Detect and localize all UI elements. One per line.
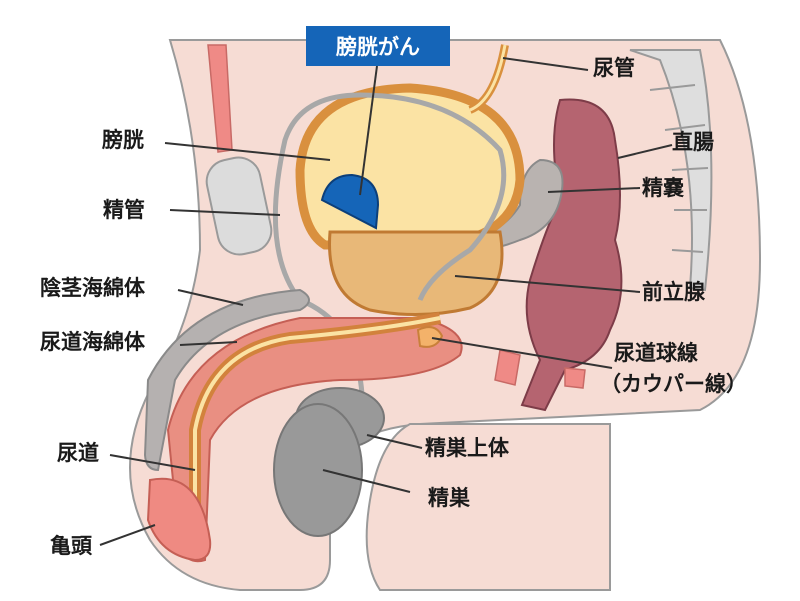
label-bladder: 膀胱 — [102, 130, 144, 151]
label-bulbourethral-gland: 尿道球線 — [614, 343, 698, 364]
label-corpus-spongiosum: 尿道海綿体 — [40, 332, 145, 353]
label-bulbourethral-gland-alt: （カウパー線） — [600, 374, 747, 395]
bladder-wall — [300, 88, 520, 245]
testis-shape — [274, 404, 362, 536]
label-urethra: 尿道 — [57, 443, 99, 464]
label-prostate: 前立腺 — [642, 282, 705, 303]
label-seminal-vesicle: 精嚢 — [642, 178, 684, 199]
label-glans: 亀頭 — [50, 536, 92, 557]
label-rectum: 直腸 — [672, 132, 714, 153]
label-corpus-cavernosum: 陰茎海綿体 — [40, 278, 145, 299]
label-vas-deferens: 精管 — [103, 200, 145, 221]
bladder-cancer-callout: 膀胱がん — [306, 26, 450, 66]
label-testis: 精巣 — [428, 488, 470, 509]
label-epididymis: 精巣上体 — [425, 438, 509, 459]
label-ureter: 尿管 — [593, 58, 635, 79]
